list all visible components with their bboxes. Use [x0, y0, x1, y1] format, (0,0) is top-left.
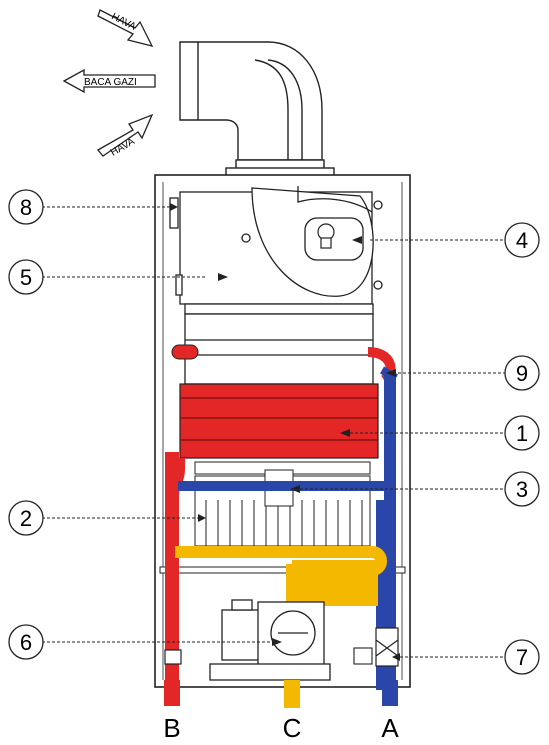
callout-5: 5	[8, 259, 44, 295]
callout-8-label: 8	[20, 195, 32, 220]
air-intake-arrow-bottom: HAVA	[97, 113, 154, 159]
callout-6: 6	[8, 624, 44, 660]
callout-7-label: 7	[516, 645, 528, 670]
heat-exchanger	[171, 344, 396, 459]
flue-elbow	[179, 41, 335, 177]
callout-3-label: 3	[516, 477, 528, 502]
callout-2: 2	[8, 500, 44, 536]
hot-water-pipe	[164, 452, 185, 680]
flue-gas-label: BACA GAZI	[84, 77, 137, 88]
air-intake-arrow-top: HAVA	[97, 9, 154, 47]
callout-4: 4	[504, 222, 540, 258]
callout-5-label: 5	[20, 265, 32, 290]
callout-8: 8	[8, 189, 44, 225]
callout-3: 3	[504, 471, 540, 507]
connection-stub-c	[284, 680, 300, 706]
callout-1-label: 1	[516, 421, 528, 446]
combustion-chamber	[184, 303, 374, 385]
callout-9-label: 9	[516, 361, 528, 386]
fan-housing	[169, 186, 383, 305]
callout-7: 7	[504, 639, 540, 675]
callout-2-label: 2	[20, 506, 32, 531]
connection-label-a: A	[381, 713, 399, 743]
connection-stub-a	[382, 680, 398, 706]
callout-4-label: 4	[516, 228, 528, 253]
pressure-switch	[304, 217, 364, 261]
connection-stub-b	[164, 680, 180, 706]
callout-1: 1	[504, 415, 540, 451]
gas-valve	[209, 599, 331, 681]
flue-gas-arrow: BACA GAZI	[62, 68, 156, 94]
connection-label-b: B	[163, 713, 180, 743]
callout-6-label: 6	[20, 630, 32, 655]
connection-label-c: C	[283, 713, 302, 743]
callout-9: 9	[504, 355, 540, 391]
